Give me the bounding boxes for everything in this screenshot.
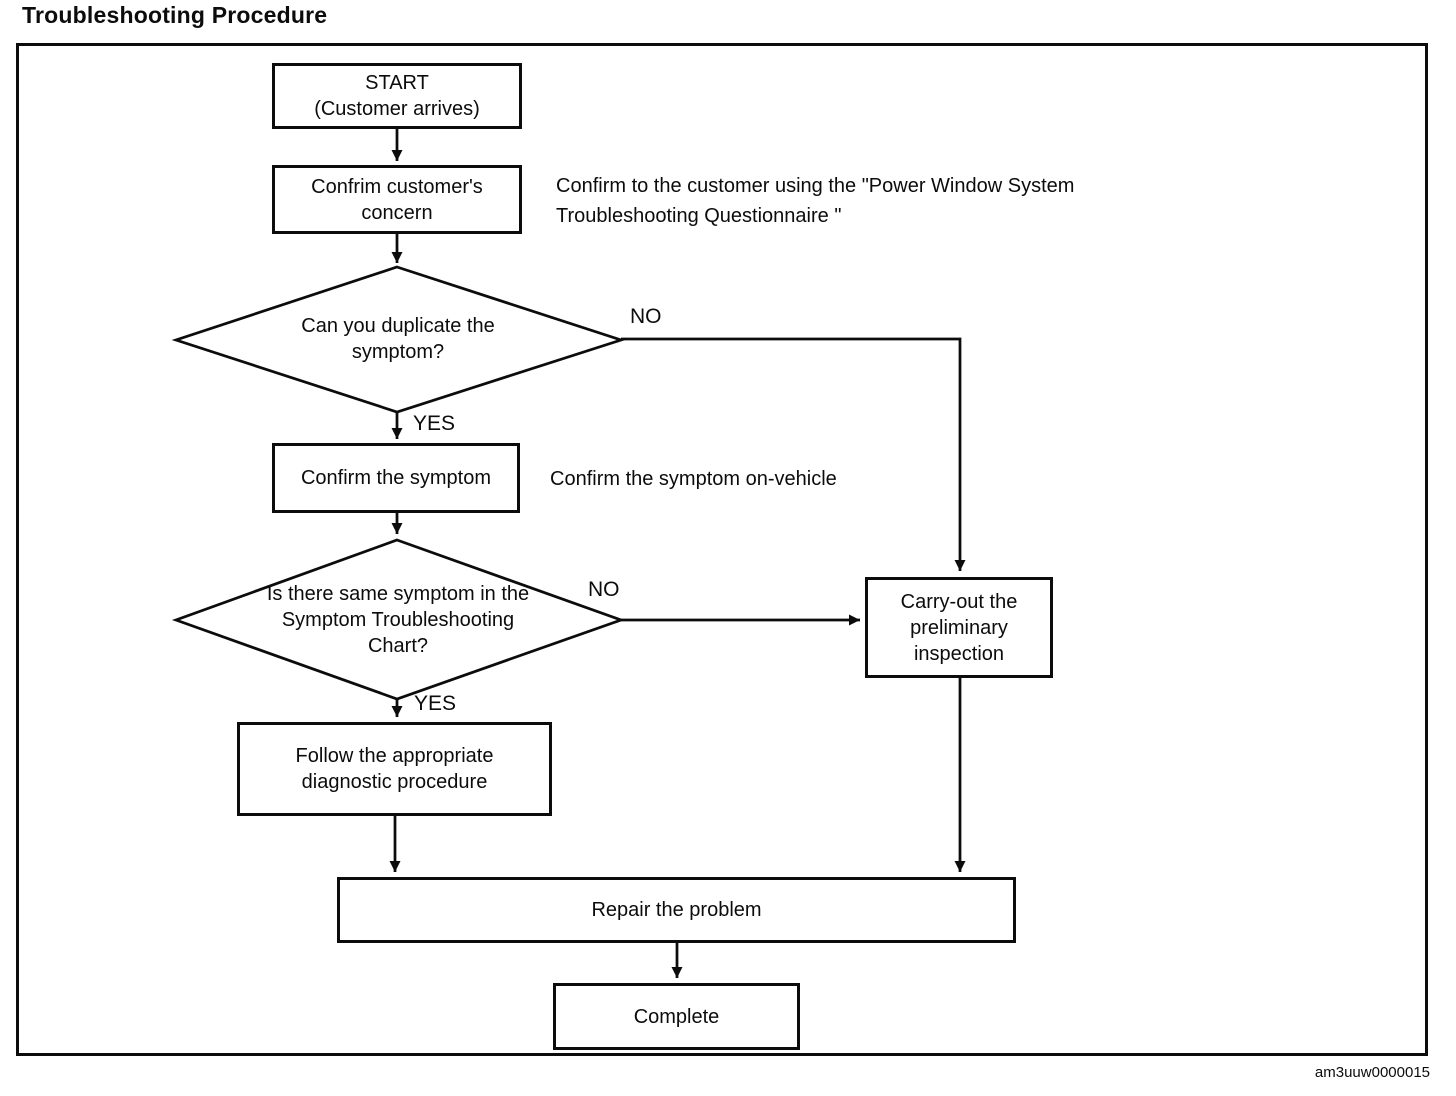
questionnaire-annotation: Confirm to the customer using the "Power…: [556, 171, 1074, 231]
duplicate-symptom-decision-label: Can you duplicate the symptom?: [301, 315, 495, 363]
repair-node: Repair the problem: [337, 877, 1016, 943]
start-node-subtitle: (Customer arrives): [314, 98, 480, 120]
preliminary-inspection-label: Carry-out the preliminary inspection: [900, 590, 1018, 665]
repair-label: Repair the problem: [591, 899, 762, 921]
chart-yes-branch-label: YES: [414, 692, 457, 715]
diagnostic-procedure-node: Follow the appropriate diagnostic proced…: [237, 722, 552, 816]
questionnaire-annotation-line1: Confirm to the customer using the "Power…: [556, 175, 1075, 197]
start-node: START (Customer arrives): [272, 63, 522, 129]
page-title: Troubleshooting Procedure: [22, 2, 328, 28]
flowchart-border: [16, 43, 1428, 1056]
chart-no-branch-label: NO: [588, 578, 620, 601]
symptom-chart-decision-label: Is there same symptom in the Symptom Tro…: [266, 583, 530, 657]
on-vehicle-annotation: Confirm the symptom on-vehicle: [550, 468, 837, 490]
complete-node: Complete: [553, 983, 800, 1050]
diagnostic-procedure-label: Follow the appropriate diagnostic proced…: [295, 745, 494, 793]
preliminary-inspection-node: Carry-out the preliminary inspection: [865, 577, 1053, 678]
questionnaire-annotation-line2: Troubleshooting Questionnaire ": [556, 205, 842, 227]
duplicate-yes-branch-label: YES: [413, 412, 456, 435]
decision-diamond-duplicate-symptom: [171, 265, 626, 414]
complete-label: Complete: [633, 1005, 720, 1028]
figure-code-watermark: am3uuw0000015: [1314, 1064, 1430, 1081]
confirm-symptom-label: Confirm the symptom: [300, 467, 492, 489]
decision-diamond-symptom-chart: [171, 538, 626, 701]
confirm-concern-node: Confrim customer's concern: [272, 165, 522, 234]
confirm-concern-label: Confrim customer's concern: [311, 175, 483, 224]
duplicate-no-branch-label: NO: [630, 305, 662, 328]
edge-duplicate-no-to-preliminary: [621, 337, 966, 571]
confirm-symptom-node: Confirm the symptom: [272, 443, 520, 513]
start-node-title: START: [365, 72, 429, 94]
